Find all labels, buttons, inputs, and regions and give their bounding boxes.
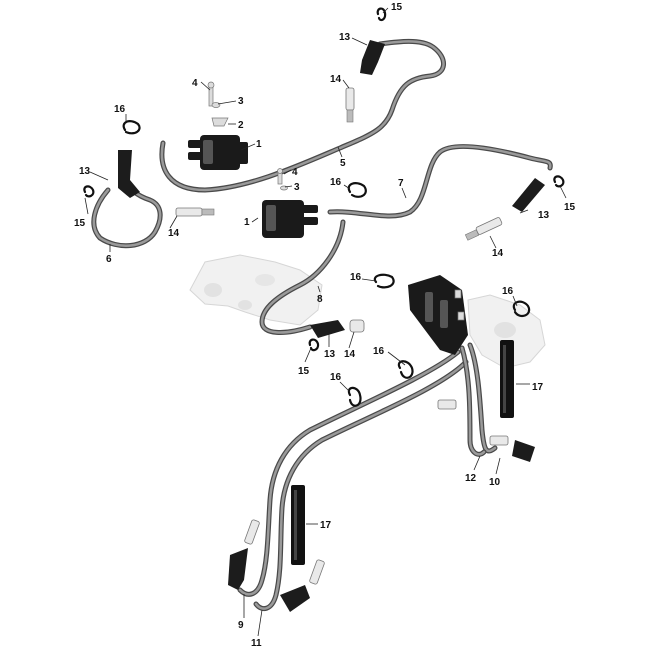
callout-13-left: 13	[79, 166, 91, 177]
callout-8: 8	[317, 294, 323, 305]
callout-3-upper: 3	[238, 96, 244, 107]
callout-16-coilpack: 16	[350, 272, 362, 283]
spark-plug-boot-13-top	[360, 40, 385, 75]
ignition-wire-7	[327, 143, 553, 219]
leader-lines	[84, 7, 567, 637]
callout-16-right: 16	[502, 286, 514, 297]
callout-11: 11	[251, 638, 262, 649]
callout-16-left: 16	[114, 104, 126, 115]
spark-plug-14-top	[345, 87, 355, 123]
spark-plug-boot-bottom	[228, 440, 535, 612]
callout-4-lower: 4	[292, 167, 298, 178]
spark-plug-14-right	[464, 217, 503, 241]
callout-9: 9	[238, 620, 244, 631]
callout-16-upper: 16	[330, 177, 342, 188]
callout-4-upper: 4	[192, 78, 198, 89]
ignition-wire-8	[259, 219, 346, 335]
heat-shield-strip-17	[291, 340, 514, 565]
callout-1-lower: 1	[244, 217, 250, 228]
clip-15	[83, 7, 565, 352]
ignition-coil-1-lower	[262, 200, 318, 238]
callout-5: 5	[340, 158, 346, 169]
spark-plug-bottom	[244, 399, 509, 585]
spark-plug-boot-13-right	[512, 178, 545, 212]
callout-10: 10	[489, 477, 501, 488]
callout-14-right: 14	[492, 248, 504, 259]
callout-12: 12	[465, 473, 477, 484]
spark-plug-boot-13-center	[310, 320, 345, 338]
callout-15-top: 15	[391, 2, 403, 13]
callout-14-top: 14	[330, 74, 342, 85]
ignition-wire-6	[91, 172, 163, 249]
callout-17-right: 17	[532, 382, 544, 393]
callout-labels: 1 1 2 3 3 4 4 5 6 7 8 9 10 11 12 13 13 1…	[74, 2, 576, 649]
callout-2: 2	[238, 120, 244, 131]
callout-13-center: 13	[324, 349, 336, 360]
callout-6: 6	[106, 254, 112, 265]
spark-plug-14-center	[349, 319, 365, 333]
ignition-wire-9-11	[237, 349, 469, 612]
ignition-wire-10-12	[459, 342, 498, 457]
ignition-coil-1-upper	[188, 135, 248, 170]
wire-clamp-16	[122, 120, 531, 407]
callout-14-center: 14	[344, 349, 356, 360]
callout-17-left: 17	[320, 520, 332, 531]
ignition-coil-pack	[408, 275, 468, 355]
callout-1-upper: 1	[256, 139, 262, 150]
spark-plug-14-left	[175, 207, 215, 217]
callout-13-top: 13	[339, 32, 351, 43]
intake-manifold-left	[189, 254, 323, 326]
callout-15-center: 15	[298, 366, 310, 377]
callout-16-lower-left: 16	[330, 372, 342, 383]
callout-3-lower: 3	[294, 182, 300, 193]
spark-plug-boot-13-left	[118, 150, 140, 198]
callout-16-lower-right: 16	[373, 346, 385, 357]
callout-15-right: 15	[564, 202, 576, 213]
ignition-wire-5	[159, 38, 446, 193]
callout-15-left: 15	[74, 218, 86, 229]
callout-14-left: 14	[168, 228, 180, 239]
callout-7: 7	[398, 178, 404, 189]
callout-13-right: 13	[538, 210, 550, 221]
intake-manifold-right	[467, 294, 546, 369]
